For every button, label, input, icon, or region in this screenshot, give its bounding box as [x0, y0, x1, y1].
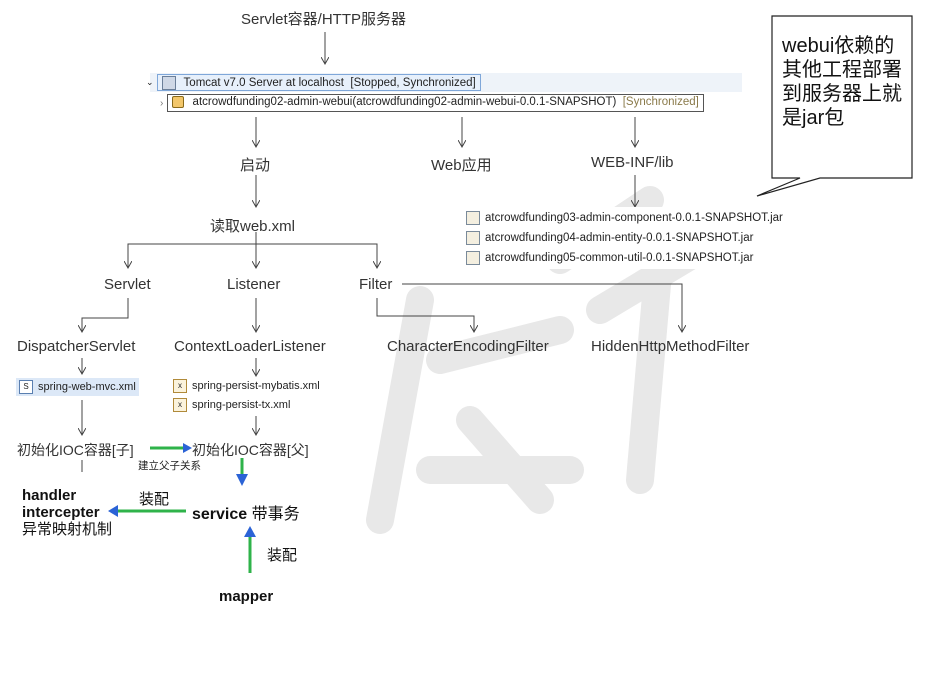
server-box[interactable]: Tomcat v7.0 Server at localhost [Stopped… [156, 74, 481, 91]
mapper-label: mapper [219, 588, 274, 605]
xml-file-icon: x [173, 379, 187, 393]
chevron-down-icon[interactable]: ⌄ [146, 77, 154, 87]
app-row[interactable]: › atcrowdfunding02-admin-webui(atcrowdfu… [160, 94, 704, 112]
parent-child-relation-label: 建立父子关系 [138, 460, 201, 472]
jar-icon [466, 250, 480, 265]
service-label: service [192, 506, 248, 523]
spring-web-mvc-file[interactable]: S spring-web-mvc.xml [16, 378, 139, 396]
jar-icon [466, 210, 480, 225]
exception-mapping-label: 异常映射机制 [22, 521, 113, 538]
jar-panel [459, 207, 807, 269]
callout-text: webui依赖的其他工程部署到服务器上就是jar包 [782, 35, 902, 129]
servlet-label: Servlet [104, 276, 151, 293]
hidden-http-method-filter-label: HiddenHttpMethodFilter [591, 338, 750, 355]
spring-web-mvc-label: spring-web-mvc.xml [38, 381, 136, 393]
jar-item[interactable]: atcrowdfunding03-admin-component-0.0.1-S… [466, 208, 783, 227]
jar-name: atcrowdfunding05-common-util-0.0.1-SNAPS… [485, 251, 754, 264]
jar-icon [466, 230, 480, 245]
parent-ioc-label: 初始化IOC容器[父] [192, 442, 309, 458]
child-ioc-label: 初始化IOC容器[子] [17, 442, 134, 458]
startup-label: 启动 [240, 157, 271, 174]
app-status: [Synchronized] [622, 96, 699, 109]
app-label: atcrowdfunding02-admin-webui(atcrowdfund… [192, 96, 617, 109]
service-suffix-label: 带事务 [251, 506, 300, 523]
assemble-left-label: 装配 [139, 491, 170, 508]
spring-persist-mybatis-label: spring-persist-mybatis.xml [192, 380, 320, 392]
jar-item[interactable]: atcrowdfunding05-common-util-0.0.1-SNAPS… [466, 248, 753, 267]
dispatcher-servlet-label: DispatcherServlet [17, 338, 136, 355]
service-node: service 带事务 [192, 500, 300, 524]
handler-block: handler intercepter 异常映射机制 [22, 487, 112, 538]
spring-persist-tx-label: spring-persist-tx.xml [192, 399, 291, 411]
spring-persist-tx-file[interactable]: x spring-persist-tx.xml [173, 398, 290, 412]
server-icon [161, 76, 176, 90]
assemble-bottom-label: 装配 [267, 547, 298, 564]
spring-persist-mybatis-file[interactable]: x spring-persist-mybatis.xml [173, 379, 320, 393]
project-icon [172, 96, 185, 108]
context-loader-listener-label: ContextLoaderListener [174, 338, 326, 355]
character-encoding-filter-label: CharacterEncodingFilter [387, 338, 549, 355]
intercepter-label: intercepter [22, 504, 100, 521]
jar-name: atcrowdfunding04-admin-entity-0.0.1-SNAP… [485, 231, 754, 244]
app-box[interactable]: atcrowdfunding02-admin-webui(atcrowdfund… [167, 94, 704, 112]
server-row[interactable]: ⌄ Tomcat v7.0 Server at localhost [Stopp… [146, 74, 481, 91]
jar-name: atcrowdfunding03-admin-component-0.0.1-S… [485, 211, 783, 224]
weblib-label: WEB-INF/lib [591, 154, 674, 171]
listener-label: Listener [227, 276, 281, 293]
jar-item[interactable]: atcrowdfunding04-admin-entity-0.0.1-SNAP… [466, 228, 753, 247]
xml-file-icon: x [173, 398, 187, 412]
chevron-right-icon[interactable]: › [160, 97, 164, 109]
handler-label: handler [22, 487, 77, 504]
read-webxml-label: 读取web.xml [210, 218, 296, 235]
diagram-title: Servlet容器/HTTP服务器 [241, 11, 407, 28]
server-status: [Stopped, Synchronized] [350, 77, 476, 90]
webapp-label: Web应用 [431, 157, 492, 174]
xml-file-icon: S [19, 380, 33, 394]
server-label: Tomcat v7.0 Server at localhost [183, 77, 344, 90]
filter-label: Filter [359, 276, 393, 293]
